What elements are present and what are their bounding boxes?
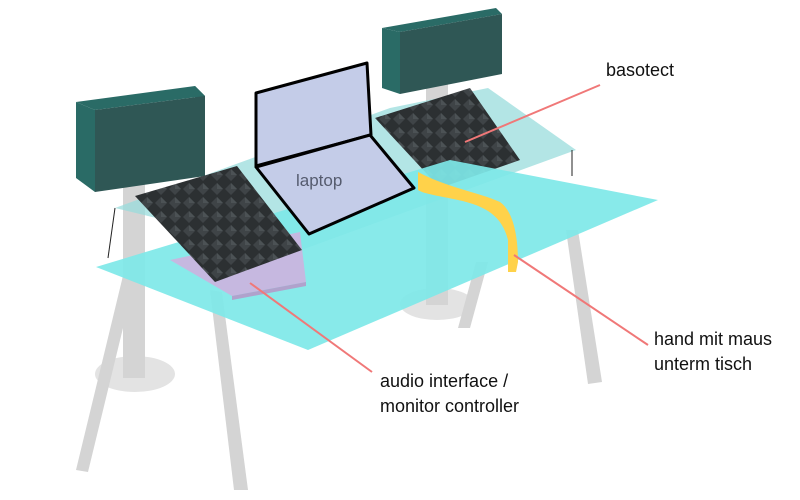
laptop-label: laptop — [296, 171, 342, 190]
basotect-leader-line — [464, 84, 601, 143]
basotect-panel-right — [375, 88, 520, 188]
audio-interface-label-line2: monitor controller — [380, 396, 519, 416]
audio-interface-leader-line — [249, 282, 373, 373]
audio-interface-label-line1: audio interface / — [380, 371, 508, 391]
basotect-panel-left — [135, 166, 302, 282]
hand-with-mouse — [418, 172, 518, 272]
table-leg-back-right — [458, 262, 488, 328]
shelf-support-left — [107, 207, 116, 259]
right-monitor — [382, 8, 502, 94]
hand-leader-line — [513, 254, 649, 346]
table-top — [96, 160, 658, 350]
left-monitor — [76, 86, 205, 192]
hand-label-line1: hand mit maus — [654, 329, 772, 349]
table-leg-front-left — [210, 290, 248, 490]
table-leg-front-right — [566, 230, 602, 384]
table-leg-back-left — [76, 255, 140, 472]
laptop-base — [254, 133, 416, 236]
basotect-label: basotect — [606, 60, 674, 80]
hand-label-line2: unterm tisch — [654, 354, 752, 374]
